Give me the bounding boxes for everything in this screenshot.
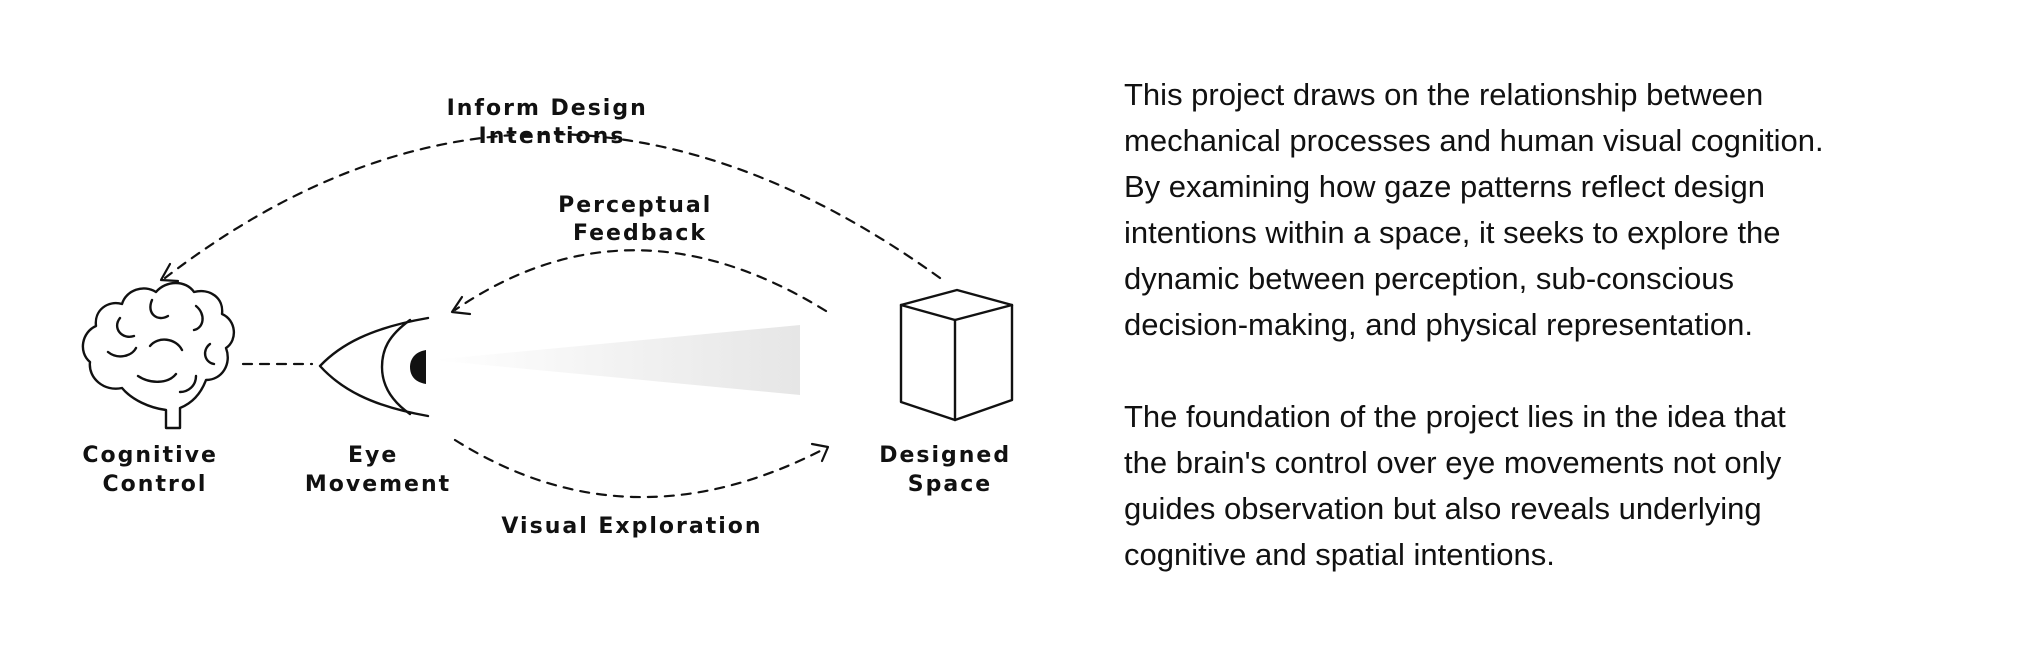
cube-icon bbox=[899, 288, 1014, 422]
visual-exploration-arrowhead bbox=[810, 442, 830, 463]
paragraph-1-line: intentions within a space, it seeks to e… bbox=[1124, 215, 1781, 250]
perceptual-feedback-arrowhead bbox=[450, 295, 472, 316]
description-panel: This project draws on the relationship b… bbox=[1124, 72, 1984, 624]
edge-perceptual-feedback: Perceptual Feedback bbox=[450, 193, 828, 316]
paragraph-1-line: decision-making, and physical representa… bbox=[1124, 307, 1753, 342]
eye-icon bbox=[318, 316, 430, 418]
inform-design-intentions-arc bbox=[163, 133, 942, 280]
inform-design-intentions-arrowhead bbox=[159, 262, 180, 283]
brain-icon bbox=[81, 281, 235, 430]
visual-exploration-arc bbox=[453, 438, 828, 499]
edge-visual-exploration: Visual Exploration bbox=[453, 438, 830, 539]
gaze-cone bbox=[432, 325, 800, 395]
designed-space-label: Designed Space bbox=[879, 443, 1021, 497]
edge-inform-design-intentions: Inform Design Intentions bbox=[159, 96, 942, 283]
visual-exploration-label: Visual Exploration bbox=[501, 514, 762, 539]
paragraph-2-line: The foundation of the project lies in th… bbox=[1124, 399, 1786, 434]
paragraph-2-line: the brain's control over eye movements n… bbox=[1124, 445, 1782, 480]
paragraph-1-line: By examining how gaze patterns reflect d… bbox=[1124, 169, 1766, 204]
paragraph-2-line: cognitive and spatial intentions. bbox=[1124, 537, 1555, 572]
description-paragraph-2: The foundation of the project lies in th… bbox=[1124, 394, 1984, 578]
perceptual-feedback-arc bbox=[453, 249, 828, 313]
paragraph-1-line: mechanical processes and human visual co… bbox=[1124, 123, 1824, 158]
inform-design-intentions-label: Inform Design Intentions bbox=[447, 96, 658, 149]
eye-cognition-diagram: Inform Design Intentions Perceptual Feed… bbox=[81, 96, 1021, 539]
paragraph-2-line: guides observation but also reveals unde… bbox=[1124, 491, 1762, 526]
paragraph-1-line: dynamic between perception, sub-consciou… bbox=[1124, 261, 1735, 296]
eye-movement-label: Eye Movement bbox=[305, 443, 451, 497]
paragraph-1-line: This project draws on the relationship b… bbox=[1124, 77, 1764, 112]
perceptual-feedback-label: Perceptual Feedback bbox=[558, 193, 722, 246]
description-paragraph-1: This project draws on the relationship b… bbox=[1124, 72, 1984, 348]
cognitive-control-label: Cognitive Control bbox=[82, 443, 227, 497]
eye-pupil bbox=[410, 350, 426, 384]
